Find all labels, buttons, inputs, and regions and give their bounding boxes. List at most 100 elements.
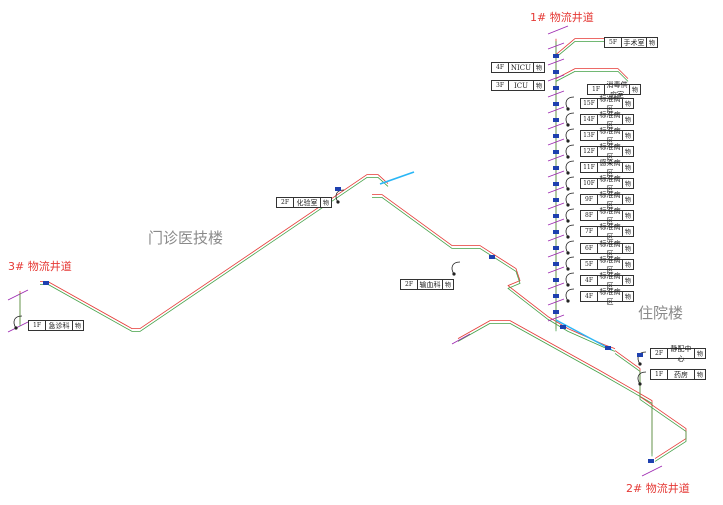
station-name: 标准病区 — [599, 142, 621, 161]
riser-tick — [547, 170, 565, 178]
station-pharmacy-iv[interactable]: 2F 静配中心 物 — [650, 345, 706, 363]
outpatient-building-label: 门诊医技楼 — [148, 229, 224, 247]
junction-marker-2 — [489, 255, 495, 259]
station-name: 标准病区 — [599, 174, 621, 193]
station-ward-7f[interactable]: 7F 标准病区 物 — [580, 223, 634, 241]
station-ward-4f-b[interactable]: 4F 标准病区 物 — [580, 288, 634, 306]
station-ward-8f[interactable]: 8F 标准病区 物 — [580, 207, 634, 225]
shaft-3-label: 3# 物流井道 — [8, 260, 72, 273]
feeder-ward-terminal — [566, 123, 570, 127]
feeder-emergency-terminal — [14, 326, 18, 330]
branch-sterile-supply-green — [555, 71, 629, 82]
station-name: ICU — [513, 81, 529, 90]
station-name: 标准病区 — [599, 287, 621, 306]
branch-lower-loop-red — [457, 320, 653, 454]
station-nicu[interactable]: 4F NICU 物 — [491, 62, 545, 73]
station-ward-10f[interactable]: 10F 标准病区 物 — [580, 175, 634, 193]
station-name: 手术室 — [623, 38, 645, 47]
station-floor: 12F — [581, 147, 598, 156]
trunk-shaft3-to-laboratory-green — [40, 176, 389, 332]
feeder-ward — [565, 144, 575, 158]
feeder-ward-terminal — [566, 299, 570, 303]
feeder-ward — [565, 256, 575, 270]
station-name: 静配中心 — [670, 344, 692, 363]
branch-shaft2-green — [614, 353, 687, 462]
highlight-segment-2 — [555, 319, 613, 351]
feeder-ward-terminal — [566, 139, 570, 143]
station-surgery[interactable]: 5F 手术室 物 — [604, 37, 658, 48]
station-sterile-supply[interactable]: 1F 消毒供应室 物 — [587, 81, 641, 99]
station-name: 标准病区 — [599, 94, 621, 113]
riser-marker — [553, 102, 559, 106]
feeder-ward-terminal — [566, 171, 570, 175]
station-ward-9f[interactable]: 9F 标准病区 物 — [580, 191, 634, 209]
station-icu[interactable]: 3F ICU 物 — [491, 80, 545, 91]
feeder-pharmacy — [637, 371, 647, 385]
riser-tick — [547, 106, 565, 114]
station-code: 物 — [629, 85, 640, 94]
riser-tick — [547, 154, 565, 162]
station-floor: 13F — [581, 131, 598, 140]
station-floor: 1F — [29, 321, 46, 330]
station-code: 物 — [622, 260, 633, 269]
station-pharmacy[interactable]: 1F 药房 物 — [650, 369, 706, 380]
station-code: 物 — [442, 280, 453, 289]
station-floor: 14F — [581, 115, 598, 124]
feeder-laboratory — [335, 189, 345, 203]
station-laboratory[interactable]: 2F 化验室 物 — [276, 197, 332, 208]
station-blood-transfusion[interactable]: 2F 输血科 物 — [400, 279, 454, 290]
shaft3-tick-bottom — [7, 321, 29, 333]
feeder-pharmacy-iv-terminal — [638, 362, 642, 366]
station-emergency[interactable]: 1F 急诊科 物 — [28, 320, 84, 331]
branch-lower-loop-green — [457, 322, 653, 457]
station-name: 输血科 — [419, 280, 441, 289]
station-floor: 5F — [605, 38, 622, 47]
station-code: 物 — [622, 211, 633, 220]
junction-marker-0 — [43, 281, 49, 285]
riser-tick — [547, 218, 565, 226]
junction-marker-4 — [637, 353, 643, 357]
riser-tick — [547, 234, 565, 242]
trunk-laboratory-to-inpatient-green — [372, 196, 616, 352]
feeder-ward — [565, 224, 575, 238]
station-code: 物 — [622, 244, 633, 253]
station-ward-6f[interactable]: 6F 标准病区 物 — [580, 240, 634, 258]
riser-tick — [547, 298, 565, 306]
riser-tick — [547, 282, 565, 290]
station-ward-4f-a[interactable]: 4F 标准病区 物 — [580, 272, 634, 290]
feeder-ward-terminal — [566, 267, 570, 271]
riser-tick — [547, 250, 565, 258]
station-code: 物 — [694, 349, 705, 358]
station-ward-15f[interactable]: 15F 标准病区 物 — [580, 95, 634, 113]
station-name: NICU — [510, 63, 532, 72]
riser-tick — [547, 314, 565, 322]
riser-tick — [547, 42, 565, 50]
station-name: 消毒供应室 — [606, 80, 628, 99]
station-floor: 1F — [651, 370, 668, 379]
station-name: 急诊科 — [48, 321, 70, 330]
station-ward-13f[interactable]: 13F 标准病区 物 — [580, 127, 634, 145]
station-code: 物 — [622, 131, 633, 140]
tube-routes — [7, 25, 687, 477]
feeder-ward — [565, 176, 575, 190]
station-code: 物 — [533, 63, 544, 72]
riser-tick — [547, 74, 565, 82]
station-floor: 2F — [651, 349, 668, 358]
riser-marker — [553, 54, 559, 58]
riser-marker — [553, 294, 559, 298]
station-code: 物 — [622, 179, 633, 188]
feeder-ward-terminal — [566, 187, 570, 191]
feeder-ward — [565, 288, 575, 302]
station-infection-ward-11f[interactable]: 11F 感染病区 物 — [580, 159, 634, 177]
riser-tick — [547, 266, 565, 274]
station-ward-12f[interactable]: 12F 标准病区 物 — [580, 143, 634, 161]
station-code: 物 — [320, 198, 331, 207]
feeder-ward — [565, 208, 575, 222]
station-name: 标准病区 — [599, 126, 621, 145]
station-code: 物 — [622, 99, 633, 108]
station-name: 标准病区 — [599, 110, 621, 129]
station-code: 物 — [622, 115, 633, 124]
station-ward-5f[interactable]: 5F 标准病区 物 — [580, 256, 634, 274]
station-name: 化验室 — [296, 198, 318, 207]
station-ward-14f[interactable]: 14F 标准病区 物 — [580, 111, 634, 129]
